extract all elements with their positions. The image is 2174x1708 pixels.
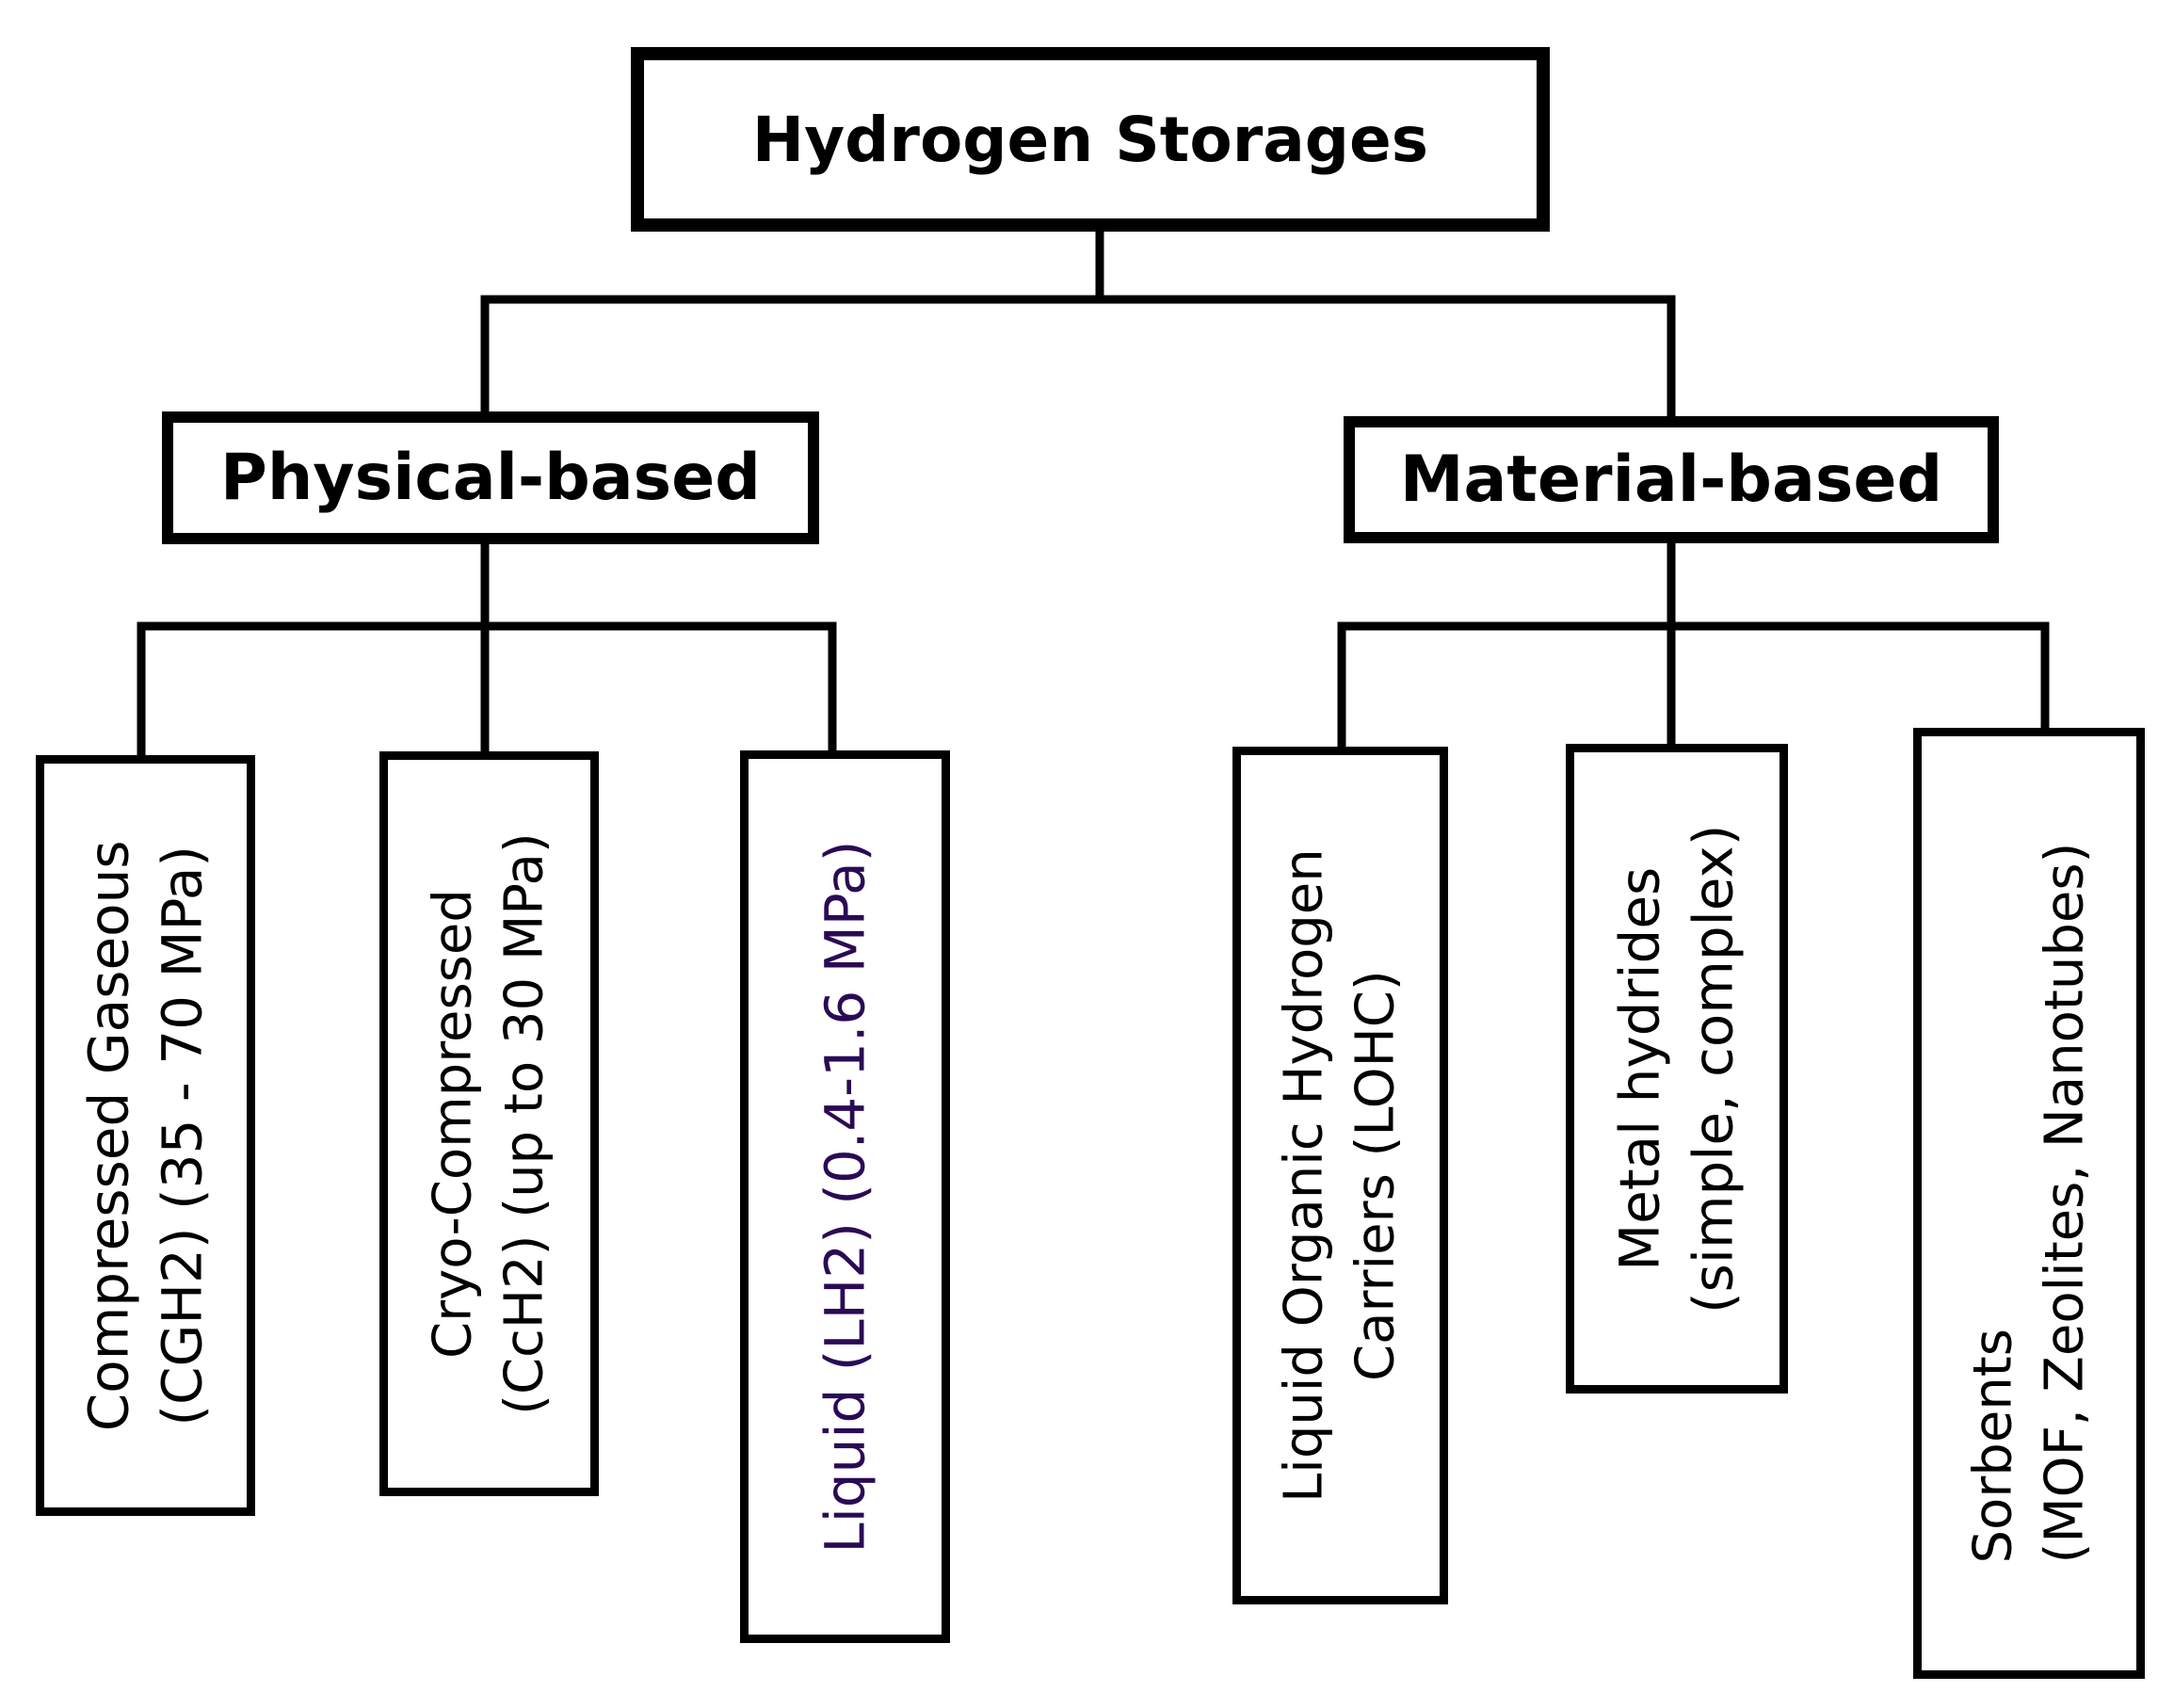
leaf-compressed-gaseous: Compressed Gaseous (CGH2) (35 - 70 MPa) <box>36 755 255 1516</box>
root-label: Hydrogen Storages <box>751 103 1429 176</box>
leaf-metal-hydrides: Metal hydrides (simple, complex) <box>1566 744 1788 1394</box>
leaf-liquid: Liquid (LH2) (0.4-1.6 MPa) <box>740 750 950 1643</box>
category-material-based: Material-based <box>1344 416 1999 543</box>
leaf-text: Sorbents (MOF, Zeolites, Nanotubes) <box>1957 843 2100 1564</box>
leaf-line: Cryo-Compressed <box>422 889 484 1359</box>
leaf-line: Compressed Gaseous <box>76 840 141 1431</box>
category-label: Material-based <box>1399 443 1943 517</box>
root-node: Hydrogen Storages <box>631 47 1550 232</box>
leaf-lohc: Liquid Organic Hydrogen Carriers (LOHC) <box>1232 747 1448 1604</box>
category-physical-based: Physical-based <box>162 411 819 544</box>
leaf-line: Metal hydrides <box>1607 866 1672 1271</box>
leaf-line: (CGH2) (35 - 70 MPa) <box>150 845 215 1426</box>
leaf-line: (CcH2) (up to 30 MPa) <box>493 832 556 1415</box>
leaf-line: Carriers (LOHC) <box>1345 970 1407 1381</box>
leaf-text: Metal hydrides (simple, complex) <box>1603 824 1751 1313</box>
leaf-line: Sorbents <box>1962 1329 2024 1564</box>
leaf-line: Liquid (LH2) (0.4-1.6 MPa) <box>813 840 878 1554</box>
leaf-text: Compressed Gaseous (CGH2) (35 - 70 MPa) <box>72 840 219 1431</box>
leaf-line: Liquid Organic Hydrogen <box>1273 848 1335 1503</box>
leaf-line: (simple, complex) <box>1682 824 1746 1313</box>
category-label: Physical-based <box>220 441 761 515</box>
leaf-sorbents: Sorbents (MOF, Zeolites, Nanotubes) <box>1913 728 2145 1679</box>
leaf-text: Liquid Organic Hydrogen Carriers (LOHC) <box>1269 848 1411 1503</box>
leaf-text: Cryo-Compressed (CcH2) (up to 30 MPa) <box>418 832 560 1415</box>
leaf-text: Liquid (LH2) (0.4-1.6 MPa) <box>808 841 881 1554</box>
leaf-cryo-compressed: Cryo-Compressed (CcH2) (up to 30 MPa) <box>379 751 599 1496</box>
leaf-line: (MOF, Zeolites, Nanotubes) <box>2034 843 2095 1564</box>
